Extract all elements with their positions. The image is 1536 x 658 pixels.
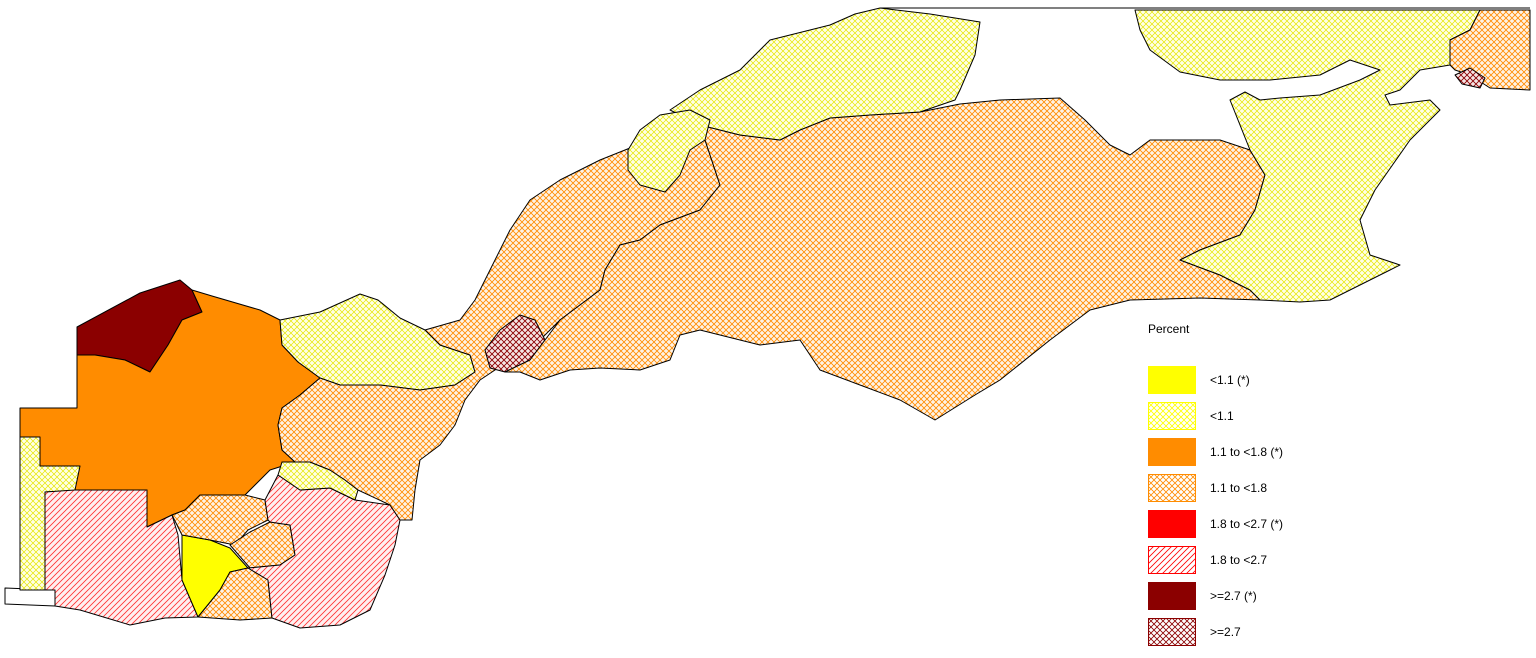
legend-swatch	[1148, 618, 1196, 646]
legend-title: Percent	[1148, 322, 1190, 336]
region-ne-small-darkred	[1454, 67, 1486, 89]
legend-entries: <1.1 (*) <1.1 1.1 to <1.8 (*) 1.1 to <1.8 1.…	[1148, 362, 1448, 650]
legend-swatch	[1148, 546, 1196, 574]
legend-label: 1.1 to <1.8	[1210, 481, 1268, 495]
legend-label: 1.1 to <1.8 (*)	[1210, 445, 1284, 459]
region-north-band-2	[627, 109, 711, 193]
legend-label: 1.8 to <2.7	[1210, 553, 1268, 567]
legend-label: <1.1	[1210, 409, 1234, 423]
legend-row: 1.8 to <2.7 (*)	[1148, 506, 1448, 542]
map-legend: Percent <1.1 (*) <1.1 1.1 to <1.8 (*) 1.1 t…	[1148, 322, 1448, 650]
legend-row: <1.1	[1148, 398, 1448, 434]
legend-label: <1.1 (*)	[1210, 373, 1250, 387]
legend-row: 1.8 to <2.7	[1148, 542, 1448, 578]
legend-swatch	[1148, 366, 1196, 394]
legend-swatch	[1148, 474, 1196, 502]
legend-row: 1.1 to <1.8 (*)	[1148, 434, 1448, 470]
legend-swatch	[1148, 402, 1196, 430]
legend-row: >=2.7	[1148, 614, 1448, 650]
legend-swatch	[1148, 510, 1196, 538]
legend-swatch	[1148, 582, 1196, 610]
region-white-sw	[4, 587, 56, 607]
legend-row: >=2.7 (*)	[1148, 578, 1448, 614]
region-northeast	[1134, 9, 1481, 303]
legend-row: <1.1 (*)	[1148, 362, 1448, 398]
legend-row: 1.1 to <1.8	[1148, 470, 1448, 506]
region-north-band	[669, 7, 981, 141]
legend-label: >=2.7 (*)	[1210, 589, 1257, 603]
legend-swatch	[1148, 438, 1196, 466]
legend-label: >=2.7	[1210, 625, 1241, 639]
legend-label: 1.8 to <2.7 (*)	[1210, 517, 1284, 531]
